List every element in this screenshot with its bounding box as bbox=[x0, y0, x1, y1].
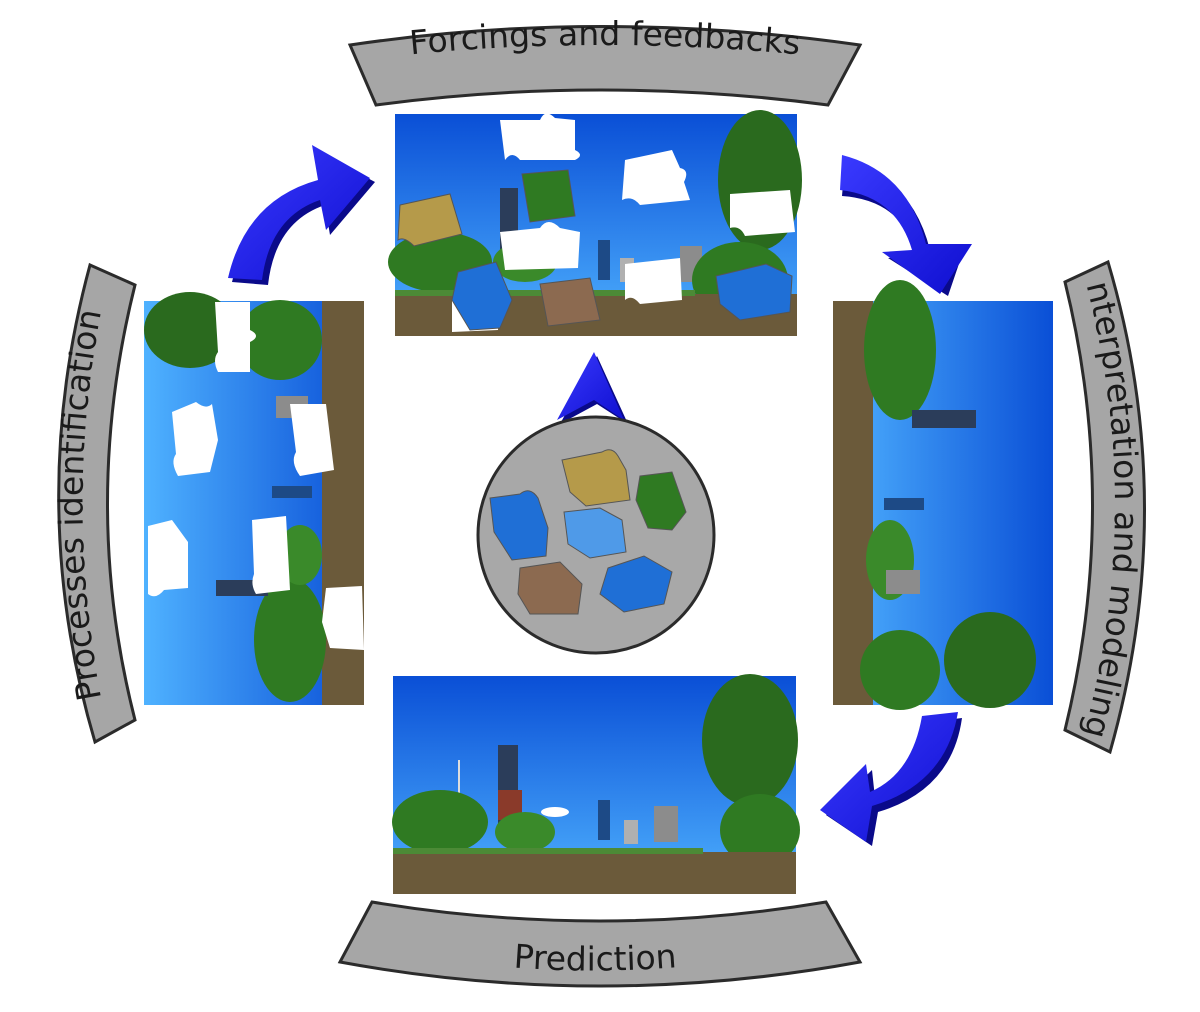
band-top: Forcings and feedbacks bbox=[347, 14, 863, 107]
curved-arrow-icon bbox=[840, 155, 972, 296]
arrowhead-icon bbox=[557, 352, 628, 424]
puzzle-image-right bbox=[833, 280, 1053, 710]
curved-arrow-icon bbox=[228, 145, 375, 285]
curved-arrow-icon bbox=[820, 712, 962, 846]
puzzle-image-bottom bbox=[392, 674, 800, 894]
band-left: Processes identification bbox=[51, 262, 137, 745]
puzzle-image-left bbox=[144, 292, 364, 705]
label-bottom: Prediction bbox=[513, 936, 678, 978]
svg-text:Prediction: Prediction bbox=[513, 936, 678, 978]
puzzle-image-top bbox=[388, 110, 802, 336]
pieces-circle bbox=[476, 415, 716, 655]
band-bottom: Prediction bbox=[337, 900, 863, 988]
